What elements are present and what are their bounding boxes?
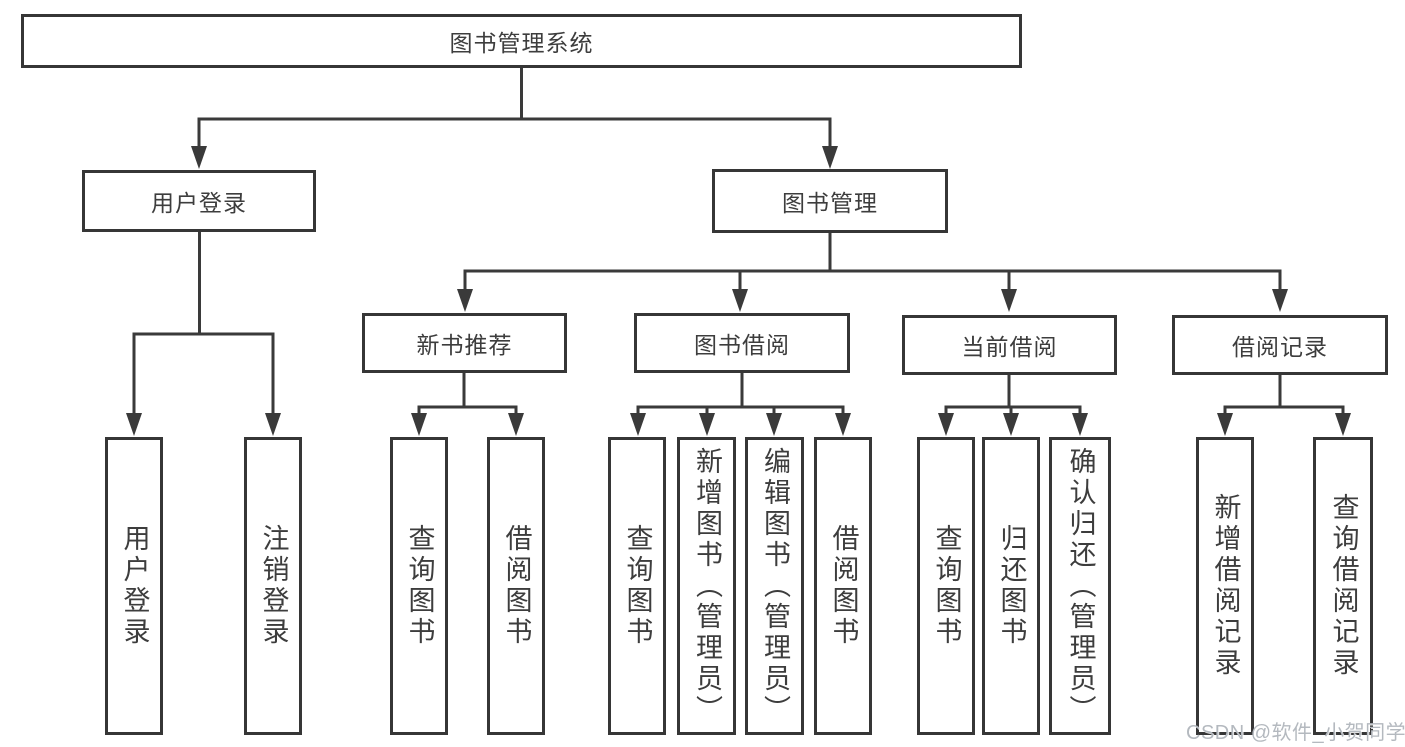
arrowhead xyxy=(1272,289,1288,312)
arrowhead xyxy=(1335,413,1351,436)
leaf-edit-book-admin: 编辑图书（管理员） xyxy=(745,437,804,735)
leaf-add-borrow-record: 新增借阅记录 xyxy=(1196,437,1254,735)
watermark: CSDN @软件_小贺同学 xyxy=(1186,722,1405,744)
leaf-logout: 注销登录 xyxy=(244,437,302,735)
leaf-user-login: 用户登录 xyxy=(105,437,163,735)
arrowhead xyxy=(732,289,748,312)
edge-user-login-to-leaves xyxy=(132,230,275,416)
leaf-query-books-borrow: 查询图书 xyxy=(608,437,666,735)
arrowhead xyxy=(1003,413,1019,436)
node-borrow-records: 借阅记录 xyxy=(1172,315,1388,375)
arrowheads xyxy=(126,146,1351,436)
node-book-management: 图书管理 xyxy=(712,169,948,233)
edge-borrow-records-to-leaves xyxy=(1223,373,1345,417)
arrowhead xyxy=(508,413,524,436)
arrowhead xyxy=(766,413,782,436)
edge-book-borrow-to-leaves xyxy=(636,371,845,417)
arrowhead xyxy=(1001,289,1017,312)
edge-new-books-to-leaves xyxy=(417,371,518,417)
arrowhead xyxy=(457,289,473,312)
leaf-add-book-admin: 新增图书（管理员） xyxy=(677,437,736,735)
arrowhead xyxy=(1072,413,1088,436)
arrowhead xyxy=(265,413,281,436)
leaf-query-books-current: 查询图书 xyxy=(917,437,975,735)
arrowhead xyxy=(938,413,954,436)
edge-root-to-level2 xyxy=(197,66,832,149)
node-current-borrow: 当前借阅 xyxy=(902,315,1117,375)
arrowhead xyxy=(191,146,207,169)
leaf-borrow-books-borrow: 借阅图书 xyxy=(814,437,872,735)
edge-book-mgmt-to-level3 xyxy=(463,231,1282,293)
node-root: 图书管理系统 xyxy=(21,14,1022,68)
node-user-login: 用户登录 xyxy=(82,170,316,232)
leaf-confirm-return-admin: 确认归还（管理员） xyxy=(1049,437,1111,735)
arrowhead xyxy=(699,413,715,436)
arrowhead xyxy=(630,413,646,436)
arrowhead xyxy=(1217,413,1233,436)
leaf-return-books: 归还图书 xyxy=(982,437,1040,735)
arrowhead xyxy=(835,413,851,436)
arrowhead xyxy=(126,413,142,436)
leaf-borrow-books-newbooks: 借阅图书 xyxy=(487,437,545,735)
edge-current-borrow-to-leaves xyxy=(944,373,1082,417)
node-new-book-recommend: 新书推荐 xyxy=(362,313,567,373)
arrowhead xyxy=(822,146,838,169)
node-book-borrow: 图书借阅 xyxy=(634,313,850,373)
arrowhead xyxy=(411,413,427,436)
leaf-query-borrow-record: 查询借阅记录 xyxy=(1313,437,1373,735)
leaf-query-books-newbooks: 查询图书 xyxy=(390,437,448,735)
